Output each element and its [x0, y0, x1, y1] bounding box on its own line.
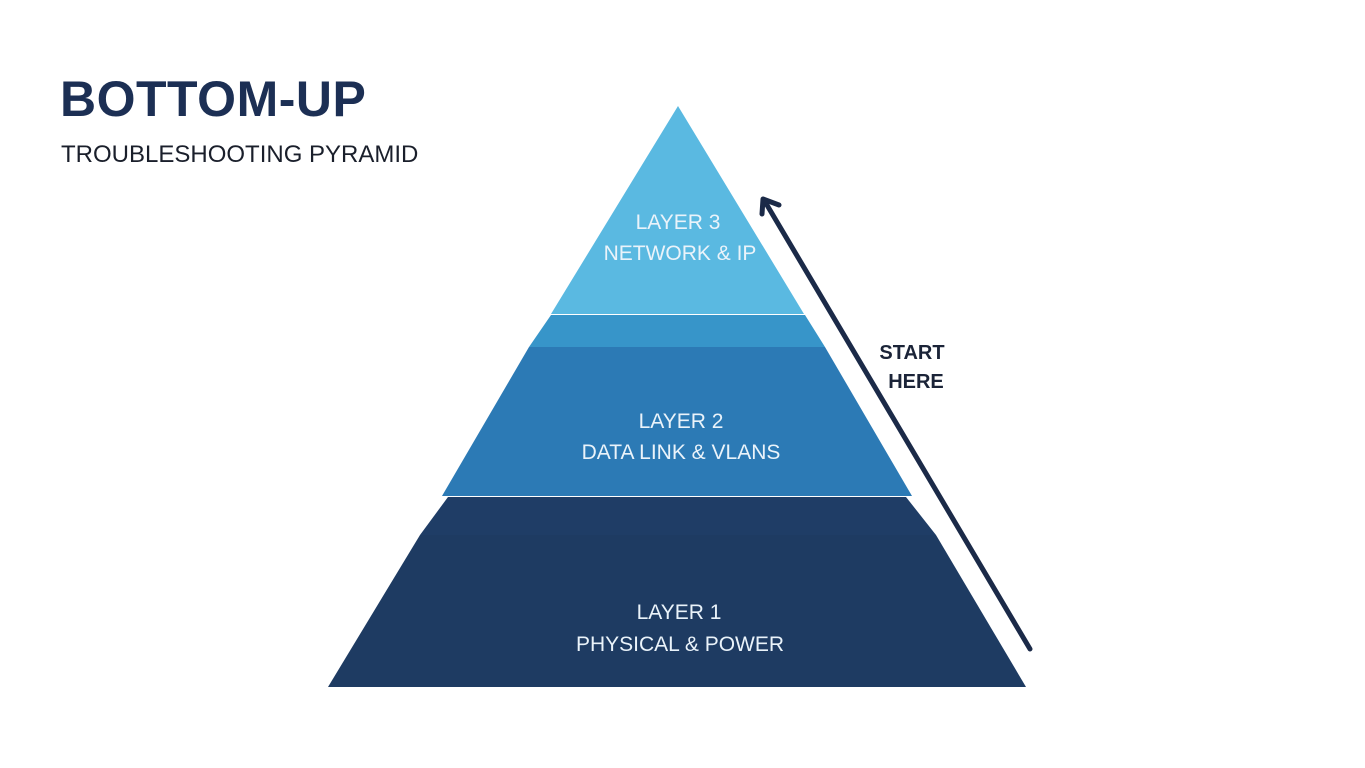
- layer-2-block: [442, 347, 912, 496]
- start-here-label-line2: HERE: [888, 371, 944, 393]
- layer-3-label: LAYER 3: [636, 211, 721, 234]
- layer-3-block: [551, 106, 804, 314]
- page-subtitle: TROUBLESHOOTING PYRAMID: [61, 141, 419, 168]
- layer-1-label: LAYER 1: [637, 601, 722, 624]
- arrow-up-icon: [759, 196, 1033, 652]
- layer-3-step: [529, 315, 825, 347]
- layer-2-description: DATA LINK & VLANS: [582, 441, 781, 464]
- layer-3-description: NETWORK & IP: [604, 242, 757, 265]
- layer-1-description: PHYSICAL & POWER: [576, 633, 784, 656]
- page-title: BOTTOM-UP: [60, 71, 367, 127]
- layer-2-label: LAYER 2: [639, 410, 724, 433]
- start-here-label-line1: START: [879, 342, 944, 364]
- layer-2-step: [420, 497, 936, 535]
- layer-1-block: [328, 535, 1026, 687]
